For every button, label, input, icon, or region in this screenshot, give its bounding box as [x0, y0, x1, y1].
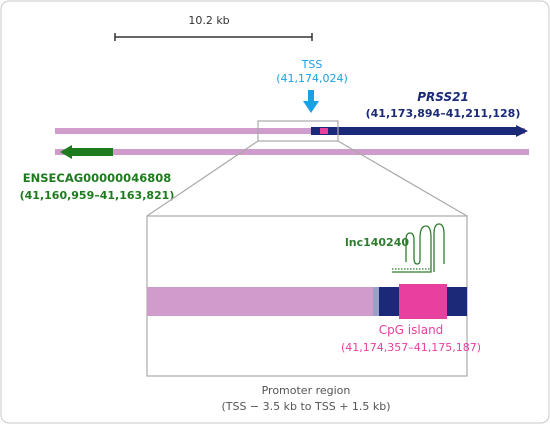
tss-boundary	[373, 287, 379, 316]
tss-position: (41,174,024)	[276, 72, 348, 85]
zoom-selection-box	[257, 120, 339, 142]
scale-bar: 10.2 kb	[114, 14, 313, 41]
prss21-coords: (41,173,894–41,211,128)	[366, 107, 521, 120]
lncrna-label: lnc140240	[345, 236, 409, 249]
zoom-line-left	[146, 140, 259, 217]
tss-label: TSS	[301, 58, 323, 71]
scale-bar-label: 10.2 kb	[188, 14, 229, 27]
tss-arrow-shaft	[308, 90, 314, 102]
genome-track-bottom	[55, 149, 529, 155]
ensecag-coords: (41,160,959–41,163,821)	[20, 189, 175, 202]
ensecag-gene	[72, 148, 113, 156]
cpg-mark-small	[320, 128, 328, 134]
genome-track-top	[55, 128, 525, 134]
cpg-island-block	[399, 284, 447, 319]
tss-arrow-icon	[303, 101, 319, 113]
lncrna-hairpin-icon	[392, 223, 445, 273]
promoter-subtitle: (TSS − 3.5 kb to TSS + 1.5 kb)	[221, 400, 390, 413]
tss-marker: TSS (41,174,024)	[276, 58, 348, 113]
prss21-direction-icon	[516, 125, 528, 137]
zoom-line-right	[337, 140, 468, 217]
prss21-gene	[311, 127, 519, 135]
promoter-title: Promoter region	[262, 384, 351, 397]
cpg-island-label: CpG island	[379, 323, 444, 337]
prss21-name: PRSS21	[417, 90, 469, 104]
ensecag-name: ENSECAG00000046808	[23, 171, 171, 185]
ensecag-direction-icon	[60, 145, 72, 159]
cpg-island-coords: (41,174,357–41,175,187)	[341, 341, 481, 354]
